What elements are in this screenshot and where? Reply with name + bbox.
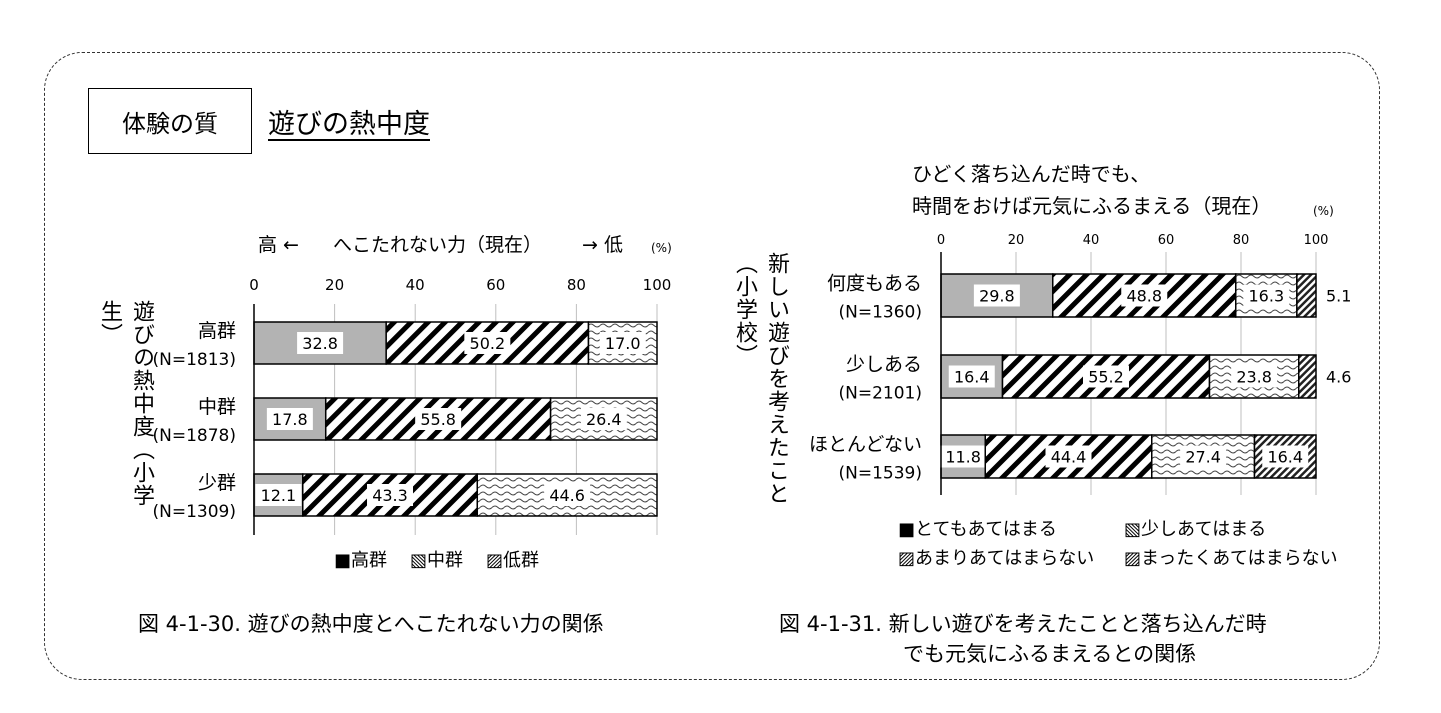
chart2-data-label-bg — [1180, 445, 1227, 468]
chart2-legend-item: ▧少しあてはまる — [1124, 519, 1266, 540]
chart1-data-label-bg — [464, 332, 511, 354]
chart2-caption-line1: 図 4-1-31. 新しい遊びを考えたことと落ち込んだ時 — [779, 612, 1267, 636]
chart1-tick-label: 80 — [567, 276, 586, 294]
chart1-category-n: (N=1878) — [153, 426, 237, 446]
chart1-data-label: 55.8 — [420, 410, 456, 429]
chart2-bar-wave — [1151, 434, 1256, 479]
chart2-data-label: 11.8 — [945, 448, 981, 467]
chart1-data-label: 44.6 — [549, 486, 585, 505]
chart1-data-label: 12.1 — [261, 486, 297, 505]
chart1-category-label: 中群 — [198, 396, 236, 418]
chart1-legend-item: ▧中群 — [410, 550, 463, 571]
chart1-header-middle: へこたれない力（現在） — [333, 234, 543, 256]
chart2-bar-dense — [1296, 273, 1317, 318]
chart1-data-label: 43.3 — [372, 486, 408, 505]
chart2-tick-label: 40 — [1083, 233, 1100, 248]
chart1-category-n: (N=1309) — [153, 502, 237, 522]
chart1-legend-item: ■高群 — [334, 550, 387, 571]
chart1-category-label: 少群 — [198, 472, 236, 494]
chart1-category-label: 高群 — [198, 320, 236, 342]
chart2-data-label-bg — [1243, 284, 1290, 307]
chart2-data-label: 16.4 — [954, 368, 990, 387]
chart2-tick-label: 80 — [1233, 233, 1250, 248]
chart1-tick-label: 40 — [406, 276, 425, 294]
chart1-data-label-bg — [297, 332, 344, 354]
chart1-unit: (%) — [651, 241, 672, 255]
chart2-tick-label: 20 — [1008, 233, 1025, 248]
chart2-unit: (%) — [1313, 204, 1334, 218]
chart2-data-label: 4.6 — [1326, 368, 1351, 387]
chart1-tick-label: 60 — [486, 276, 505, 294]
chart2-data-label-bg — [1045, 445, 1092, 468]
chart2-data-label-bg — [1231, 365, 1278, 388]
chart2-caption-line2: でも元気にふるまえるとの関係 — [903, 642, 1197, 666]
chart2-data-label-bg — [1083, 365, 1129, 388]
chart2-tick-label: 0 — [937, 233, 945, 248]
chart1-data-label-bg — [367, 484, 414, 506]
chart2-bar-dense — [1298, 354, 1317, 399]
chart2-data-label: 16.3 — [1249, 287, 1285, 306]
chart2-title-line1: ひどく落ち込んだ時でも、 — [912, 162, 1151, 186]
chart2-tick-label: 60 — [1158, 233, 1175, 248]
chart1-ylabel: 遊びの熱中度（小学生） — [97, 300, 154, 507]
content-frame — [44, 52, 1380, 680]
chart2-data-label: 23.8 — [1236, 368, 1272, 387]
chart2-data-label: 16.4 — [1267, 448, 1303, 467]
chart1-data-label: 50.2 — [470, 334, 506, 353]
chart2-data-label: 5.1 — [1326, 287, 1351, 306]
chart2-category-n: (N=1539) — [839, 464, 923, 484]
chart1-data-label-bg — [415, 408, 462, 430]
chart1-data-label-bg — [599, 332, 646, 354]
chart2-data-label: 55.2 — [1088, 368, 1124, 387]
chart1-header-right: → 低 — [582, 234, 623, 256]
chart2-data-label-bg — [948, 365, 995, 388]
chart1-data-label-bg — [544, 484, 591, 506]
chart1-data-label: 17.8 — [272, 410, 308, 429]
chart2-ylabel: 新しい遊びを考えたこと（小学校） — [732, 252, 789, 505]
chart1-caption: 図 4-1-30. 遊びの熱中度とへこたれない力の関係 — [138, 612, 604, 636]
chart1-data-label: 17.0 — [605, 334, 641, 353]
chart2-category-n: (N=1360) — [839, 303, 923, 323]
section-title: 遊びの熱中度 — [268, 109, 430, 140]
chart1-data-label: 32.8 — [302, 334, 338, 353]
chart2-data-label: 27.4 — [1185, 448, 1221, 467]
chart2-data-label: 48.8 — [1126, 287, 1162, 306]
chart1-data-label: 26.4 — [586, 410, 622, 429]
chart1-tick-label: 0 — [249, 276, 259, 294]
chart2-title-line2: 時間をおけば元気にふるまえる（現在） — [912, 194, 1272, 218]
chart2-legend-item: ▨まったくあてはまらない — [1124, 548, 1338, 569]
chart1-header-left: 高 ← — [258, 234, 299, 256]
chart2-data-label: 29.8 — [979, 287, 1015, 306]
chart2-category-label: 何度もある — [827, 273, 922, 295]
chart2-data-label-bg — [940, 445, 987, 468]
chart2-data-label-bg — [1262, 445, 1309, 468]
chart2-category-n: (N=2101) — [839, 384, 923, 404]
chart2-category-label: ほとんどない — [809, 434, 922, 456]
chart1-category-n: (N=1813) — [153, 350, 237, 370]
chart1-data-label-bg — [580, 408, 627, 430]
chart1-data-label-bg — [255, 484, 302, 506]
chart2-data-label-bg — [973, 284, 1020, 307]
chart2-bar-wave — [1208, 354, 1300, 399]
chart1-data-label-bg — [266, 408, 313, 430]
chart2-data-label-bg — [1121, 284, 1168, 307]
chart2-tick-label: 100 — [1304, 233, 1329, 248]
section-label-box: 体験の質 — [88, 88, 252, 154]
chart1-tick-label: 100 — [643, 276, 672, 294]
chart2-data-label: 44.4 — [1051, 448, 1087, 467]
chart2-category-label: 少しある — [846, 354, 922, 376]
chart1-legend-item: ▨低群 — [486, 550, 539, 571]
chart1-tick-label: 20 — [325, 276, 344, 294]
chart2-legend-item: ■とてもあてはまる — [898, 519, 1057, 540]
chart2-legend-item: ▨あまりあてはまらない — [898, 548, 1094, 569]
